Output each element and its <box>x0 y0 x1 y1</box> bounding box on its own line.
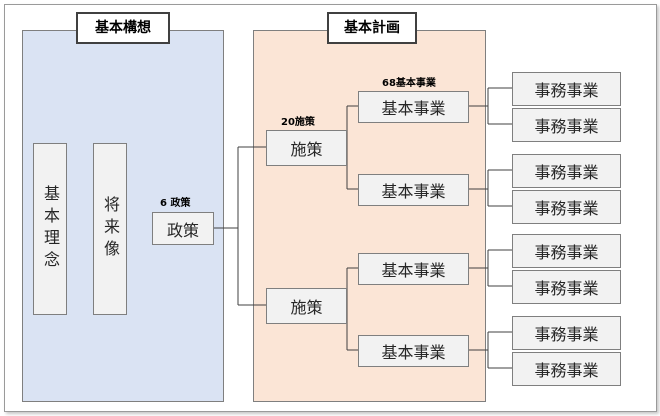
jimu-jigyo-box-2: 事務事業 <box>512 108 621 142</box>
jimu-jigyo-box-1: 事務事業 <box>512 72 621 106</box>
jimu-jigyo-box-7: 事務事業 <box>512 316 621 350</box>
jimu-jigyo-box-5: 事務事業 <box>512 234 621 268</box>
kihon-jigyo-box-1: 基本事業 <box>358 91 469 123</box>
shisaku-box-1: 施策 <box>266 130 347 166</box>
shoraizo-box: 将来像 <box>93 143 127 315</box>
kihon-keikaku-header: 基本計画 <box>327 12 417 44</box>
kihon-jigyo-box-4: 基本事業 <box>358 335 469 367</box>
jimu-jigyo-box-4: 事務事業 <box>512 190 621 224</box>
jimu-jigyo-box-8: 事務事業 <box>512 352 621 386</box>
kihon-rinen-box: 基本理念 <box>33 143 67 315</box>
seisaku-box: 政策 <box>152 212 214 245</box>
jimu-jigyo-box-6: 事務事業 <box>512 270 621 304</box>
kihon-kousou-header: 基本構想 <box>76 12 170 44</box>
seisaku-count-label: 6 政策 <box>160 198 191 209</box>
jimu-jigyo-box-3: 事務事業 <box>512 154 621 188</box>
kihon-jigyo-box-2: 基本事業 <box>358 174 469 206</box>
kihon-jigyo-count-label: 68基本事業 <box>382 78 436 89</box>
shisaku-box-2: 施策 <box>266 288 347 324</box>
shisaku-count-label: 20施策 <box>281 117 315 128</box>
kihon-jigyo-box-3: 基本事業 <box>358 253 469 285</box>
